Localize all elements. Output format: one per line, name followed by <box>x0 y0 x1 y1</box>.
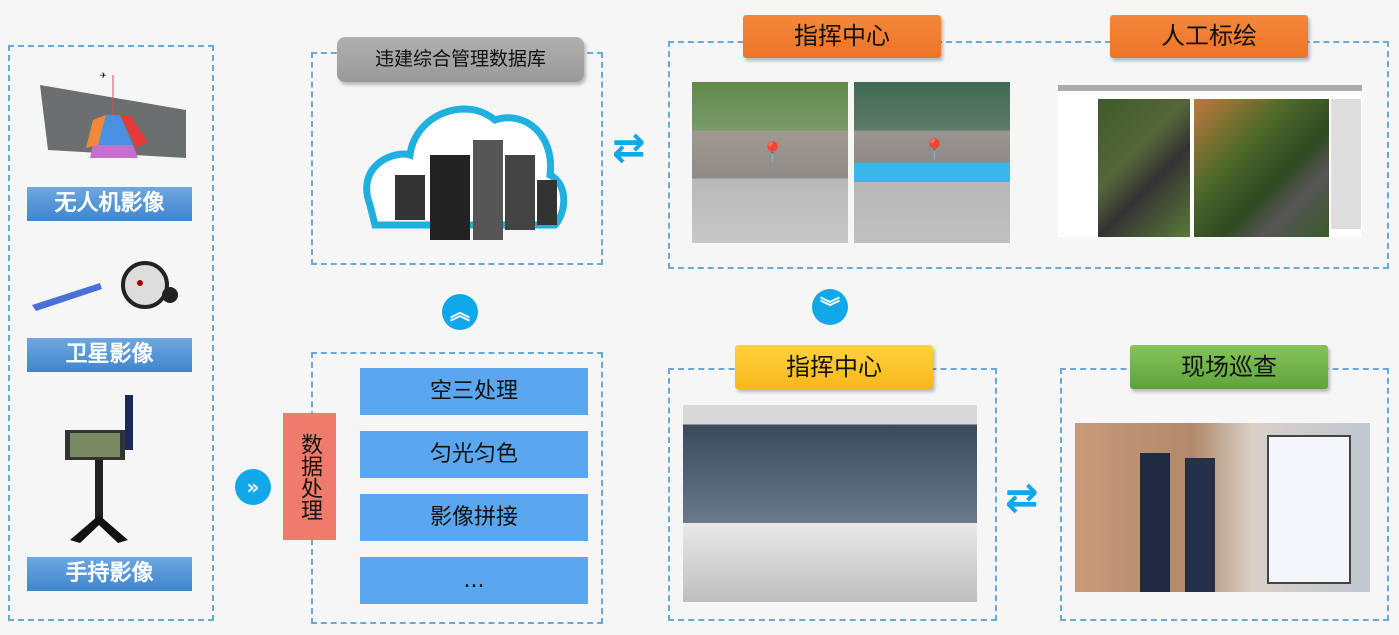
control-room-image <box>683 405 977 602</box>
double-right-icon: » <box>235 469 271 505</box>
annotation-map-image <box>1058 85 1362 237</box>
command-center-monitor-title: 指挥中心 <box>735 345 933 389</box>
aerial-before-image: 📍 <box>692 82 848 243</box>
double-up-icon: ︽ <box>442 294 478 330</box>
step-more: ... <box>360 557 588 604</box>
double-down-icon: ︾ <box>812 289 848 325</box>
processing-label: 数据处理 <box>283 413 336 540</box>
step-aerial-triangulation: 空三处理 <box>360 368 588 415</box>
handheld-label: 手持影像 <box>27 557 192 591</box>
bidirectional-arrow-icon: ⇄ <box>612 125 646 171</box>
cloud-server-icon <box>355 95 570 245</box>
bidirectional-arrow-icon: ⇄ <box>1005 475 1039 521</box>
database-title: 违建综合管理数据库 <box>337 37 584 82</box>
drone-image: ✈ <box>38 70 186 160</box>
svg-text:✈: ✈ <box>100 71 107 80</box>
satellite-image <box>30 255 180 315</box>
inspection-title: 现场巡查 <box>1130 345 1328 389</box>
handheld-gimbal-image <box>60 395 140 545</box>
aerial-after-image: 📍 <box>854 82 1010 243</box>
step-color-balancing: 匀光匀色 <box>360 431 588 478</box>
step-image-mosaic: 影像拼接 <box>360 494 588 541</box>
location-pin-icon: 📍 <box>760 140 785 164</box>
location-pin-icon: 📍 <box>922 137 947 161</box>
satellite-label: 卫星影像 <box>27 338 192 372</box>
annotation-title: 人工标绘 <box>1110 15 1308 58</box>
command-center-title: 指挥中心 <box>743 15 941 58</box>
sources-panel <box>8 45 214 621</box>
drone-label: 无人机影像 <box>27 187 192 221</box>
command-annotation-panel <box>668 41 1389 269</box>
field-inspection-image <box>1075 423 1370 592</box>
